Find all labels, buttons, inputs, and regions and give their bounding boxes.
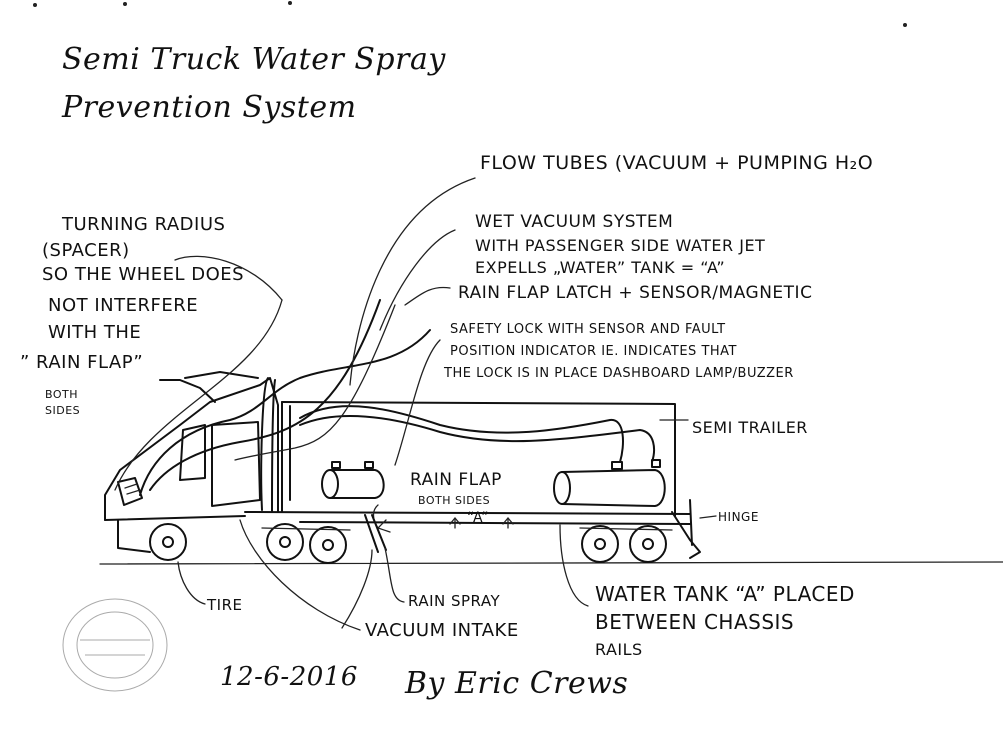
- label-vacuum-intake: VACUUM INTAKE: [365, 620, 519, 641]
- label-turning-1: TURNING RADIUS: [62, 214, 226, 235]
- label-turning-2: (SPACER): [42, 240, 130, 261]
- label-water-tank-3: RAILS: [595, 640, 643, 659]
- margin-marks: [33, 1, 907, 27]
- label-both-sides-left-1: BOTH: [45, 388, 79, 401]
- label-safety-lock-2: POSITION INDICATOR IE. INDICATES THAT: [450, 344, 737, 359]
- label-both-sides-left-2: SIDES: [45, 404, 81, 417]
- label-rain-flap-sub: BOTH SIDES: [418, 494, 491, 507]
- rain-flap-latch: [374, 505, 391, 532]
- title-line-2: Prevention System: [62, 90, 357, 125]
- title-line-1: Semi Truck Water Spray: [62, 42, 446, 77]
- date: 12-6-2016: [220, 662, 358, 692]
- label-tank-a: “A”: [467, 510, 490, 526]
- label-wet-vacuum-3: EXPELLS „WATER” TANK = “A”: [475, 258, 726, 277]
- chassis-arrows: [450, 518, 513, 528]
- signature: By Eric Crews: [405, 666, 629, 701]
- label-turning-3: SO THE WHEEL DOES: [42, 264, 245, 285]
- truck-cab: [105, 372, 278, 552]
- label-safety-lock-3: THE LOCK IS IN PLACE DASHBOARD LAMP/BUZZ…: [444, 366, 794, 381]
- trailer-tank: [554, 460, 665, 506]
- label-wet-vacuum-1: WET VACUUM SYSTEM: [475, 212, 674, 232]
- label-hinge: HINGE: [718, 510, 759, 524]
- label-turning-4: NOT INTERFERE: [48, 295, 199, 316]
- hinge: [672, 500, 716, 558]
- label-rain-flap-latch: RAIN FLAP LATCH + SENSOR/MAGNETIC: [458, 283, 813, 303]
- label-turning-5: WITH THE: [48, 322, 142, 343]
- label-wet-vacuum-2: WITH PASSENGER SIDE WATER JET: [475, 236, 766, 255]
- label-water-tank-2: BETWEEN CHASSIS: [595, 610, 795, 634]
- label-water-tank-1: WATER TANK “A” PLACED: [595, 582, 855, 606]
- water-tank-a: [322, 462, 384, 498]
- label-tire: TIRE: [207, 596, 243, 614]
- label-safety-lock-1: SAFETY LOCK WITH SENSOR AND FAULT: [450, 322, 726, 337]
- label-flow-tubes: FLOW TUBES (VACUUM + PUMPING H₂O: [480, 152, 874, 174]
- label-semi-trailer: SEMI TRAILER: [692, 418, 808, 437]
- ground-line: [100, 562, 1003, 564]
- wheels: [150, 524, 672, 563]
- leader-lines: [115, 256, 688, 630]
- label-rain-flap: RAIN FLAP: [410, 470, 502, 490]
- rain-flap: [365, 515, 386, 552]
- flow-tubes: [140, 178, 654, 495]
- label-rain-spray: RAIN SPRAY: [408, 592, 501, 610]
- label-turning-6: ” RAIN FLAP”: [20, 352, 144, 373]
- notary-stamp: [63, 599, 167, 691]
